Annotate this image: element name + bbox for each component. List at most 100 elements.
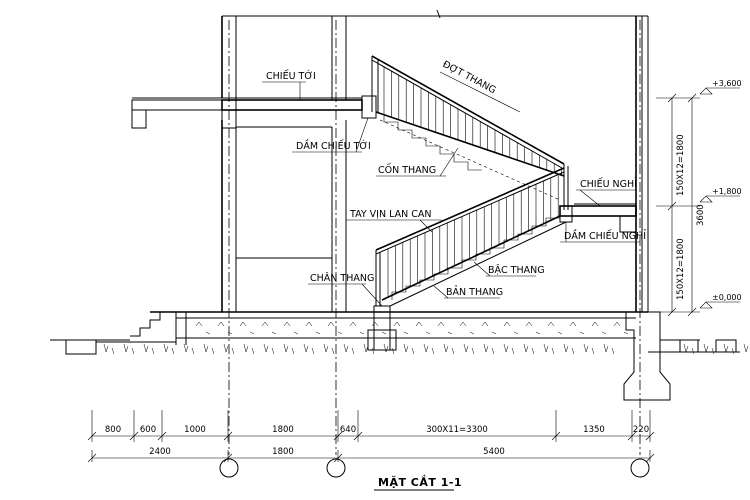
dim-value: 1350 (583, 425, 605, 435)
label-bac-thang: BẬC THANG (488, 264, 545, 276)
slab-mark (305, 321, 321, 335)
soil-mark (203, 343, 215, 355)
dimension-row-1: 800 600 1000 1800 640 300X11=3300 1350 220 (105, 425, 649, 435)
lower-flight (375, 167, 567, 307)
lower-balusters (387, 174, 559, 298)
soil-mark (163, 343, 175, 355)
dim-value: 300X11=3300 (426, 425, 488, 435)
dim-tick (87, 431, 97, 441)
dim-tick (333, 453, 343, 463)
dim-upper-flight: 150X12=1800 (676, 134, 686, 196)
soil-mark (323, 343, 335, 355)
dim-value: 1000 (184, 425, 206, 435)
soil-mark (303, 343, 315, 355)
slab-mark (525, 321, 541, 335)
dim-total-height: 3600 (696, 204, 706, 226)
vertical-dimensions (656, 87, 740, 317)
soil-mark (523, 343, 535, 355)
soil-mark (443, 343, 455, 355)
soil-mark (423, 343, 435, 355)
soil-mark (603, 343, 615, 355)
soil-mark (143, 343, 155, 355)
dim-tick (551, 431, 561, 441)
soil-mark (683, 343, 695, 355)
level-ground: ±0,000 (712, 293, 742, 302)
dim-value: 220 (633, 425, 649, 435)
label-dot-thang: ĐỢT THANG (441, 59, 498, 96)
slab-mark (327, 321, 343, 335)
axis-marker-2 (326, 458, 346, 478)
dim-tick (87, 453, 97, 463)
label-tay-vin-lan-can: TAY VỊN LAN CAN (349, 209, 431, 220)
dim-value: 800 (105, 425, 121, 435)
label-dam-chieu-nghi: DẦM CHIẾU NGHỈ (564, 229, 646, 242)
slab-hatching (195, 321, 629, 335)
soil-mark (503, 343, 515, 355)
slab-mark (393, 321, 409, 335)
soil-mark (583, 343, 595, 355)
slab-mark (481, 321, 497, 335)
slab-mark (591, 321, 607, 335)
dim-tick (353, 431, 363, 441)
leader-lines (262, 71, 640, 307)
dim-tick (645, 453, 655, 463)
slab-mark (547, 321, 563, 335)
soil-mark (403, 343, 415, 355)
soil-mark (563, 343, 575, 355)
soil-mark (723, 343, 735, 355)
dim-value: 5400 (483, 447, 505, 457)
mid-landing-slab (559, 203, 637, 233)
slab-mark (283, 321, 299, 335)
soil-mark (283, 343, 295, 355)
slab-mark (569, 321, 585, 335)
soil-mark (243, 343, 255, 355)
label-ban-thang: BẢN THANG (446, 286, 503, 298)
soil-mark (263, 343, 275, 355)
slab-mark (261, 321, 277, 335)
dimension-row-2: 2400 1800 5400 (149, 447, 505, 457)
dim-value: 600 (140, 425, 156, 435)
slab-mark (459, 321, 475, 335)
label-dam-chieu-toi: DẦM CHIẾU TỚI (296, 139, 371, 152)
label-chieu-nghi: CHIẾU NGHỈ (580, 178, 637, 190)
slab-mark (239, 321, 255, 335)
slab-mark (349, 321, 365, 335)
drawing-title: MẶT CẮT 1-1 (378, 474, 462, 489)
horizontal-dimensions (87, 410, 655, 463)
soil-mark (463, 343, 475, 355)
dim-tick (223, 453, 233, 463)
soil-mark (183, 343, 195, 355)
dim-value: 640 (340, 425, 356, 435)
slab-mark (437, 321, 453, 335)
upper-balusters (383, 66, 562, 176)
slab-mark (503, 321, 519, 335)
dim-tick (645, 431, 655, 441)
soil-mark (483, 343, 495, 355)
slab-mark (371, 321, 387, 335)
slab-mark (195, 321, 211, 335)
ground-slab (50, 311, 740, 401)
axis-marker-3 (630, 458, 650, 478)
soil-mark (123, 343, 135, 355)
soil-mark (223, 343, 235, 355)
dim-tick (129, 431, 139, 441)
dim-tick (223, 431, 233, 441)
axis-marker-1 (219, 458, 239, 478)
soil-mark (363, 343, 375, 355)
label-con-thang: CỐN THANG (378, 163, 436, 176)
dim-value: 1800 (272, 425, 294, 435)
dim-value: 1800 (272, 447, 294, 457)
dim-tick (157, 431, 167, 441)
dim-tick (333, 431, 343, 441)
dim-value: 2400 (149, 447, 171, 457)
upper-landing-slab (131, 95, 377, 129)
soil-mark (343, 343, 355, 355)
dim-lower-flight: 150X12=1800 (676, 238, 686, 300)
label-chieu-toi: CHIẾU TỚI (266, 70, 316, 82)
dim-tick (627, 431, 637, 441)
soil-mark (543, 343, 555, 355)
soil-mark (103, 343, 115, 355)
axis-lines (219, 20, 650, 478)
upper-flight (371, 55, 569, 210)
